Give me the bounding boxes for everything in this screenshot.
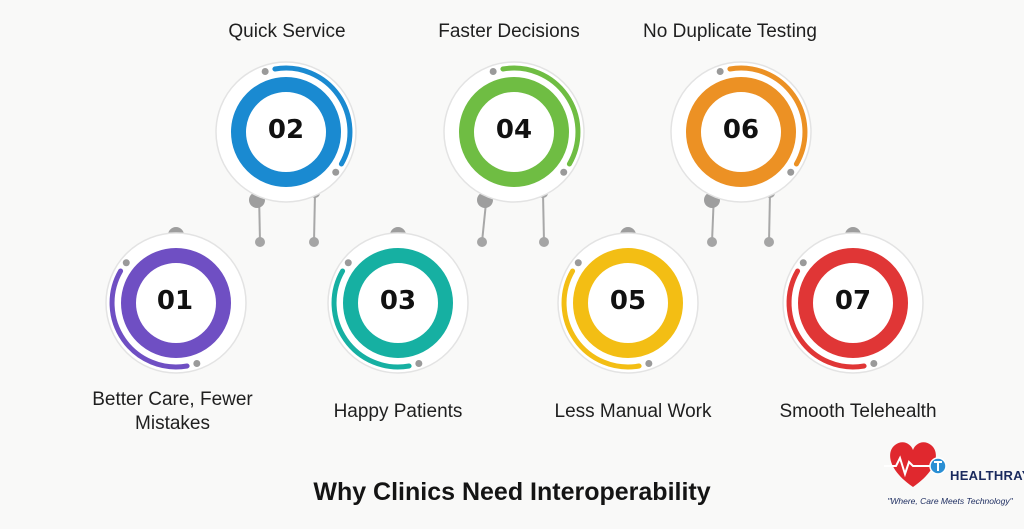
- step-label-06: No Duplicate Testing: [643, 21, 817, 42]
- step-number-02: 02: [267, 115, 305, 145]
- step-label-01: Better Care, Fewer Mistakes: [92, 389, 253, 434]
- arc-end-dot: [261, 67, 269, 75]
- logo-tagline: "Where, Care Meets Technology": [887, 496, 1013, 506]
- pulse-line-icon: [884, 455, 944, 478]
- ring-accent-arc: [561, 268, 642, 370]
- step-label-03: Happy Patients: [333, 401, 463, 422]
- step-ring-01: [105, 232, 247, 374]
- step-label-02: Quick Service: [228, 21, 346, 42]
- ring-accent-arc: [109, 268, 190, 370]
- ring-accent-arc: [272, 65, 353, 167]
- step-ring-05: [557, 232, 699, 374]
- step-label-05: Less Manual Work: [554, 401, 712, 422]
- arc-end-dot: [560, 168, 568, 176]
- arc-end-dot: [870, 360, 878, 368]
- arc-end-dot: [489, 67, 497, 75]
- step-number-06: 06: [722, 115, 760, 145]
- arc-end-dot: [574, 259, 582, 267]
- ring-band: [573, 248, 683, 358]
- logo-name: HEALTHRAY: [950, 468, 1024, 483]
- arc-end-dot: [193, 360, 201, 368]
- connector-line: [768, 192, 771, 243]
- ring-band: [231, 77, 341, 187]
- arc-end-dot: [799, 259, 807, 267]
- ring-accent-arc: [727, 65, 808, 167]
- ring-band: [686, 77, 796, 187]
- step-ring-06: [670, 61, 812, 203]
- step-number-01: 01: [156, 286, 194, 316]
- badge-letter-icon: [934, 461, 942, 471]
- page-title: Why Clinics Need Interoperability: [313, 478, 711, 506]
- arc-end-dot: [645, 360, 653, 368]
- step-ring-03: [327, 232, 469, 374]
- arc-end-dot: [344, 259, 352, 267]
- step-number-07: 07: [834, 286, 872, 316]
- connector-dot: [707, 237, 717, 247]
- step-label-07: Smooth Telehealth: [779, 401, 937, 422]
- connector-dot: [255, 237, 265, 247]
- step-ring-07: [782, 232, 924, 374]
- ring-band: [343, 248, 453, 358]
- arc-end-dot: [415, 360, 423, 368]
- ring-band: [121, 248, 231, 358]
- connector-line: [542, 192, 545, 243]
- step-number-05: 05: [609, 286, 647, 316]
- step-number-04: 04: [495, 115, 533, 145]
- arc-end-dot: [122, 259, 130, 267]
- step-ring-02: [215, 61, 357, 203]
- ring-band: [459, 77, 569, 187]
- connector-dot: [764, 237, 774, 247]
- step-ring-04: [443, 61, 585, 203]
- connector-dot: [477, 237, 487, 247]
- ring-accent-arc: [500, 65, 581, 167]
- arc-end-dot: [716, 67, 724, 75]
- connector-dot: [309, 237, 319, 247]
- ring-accent-arc: [786, 268, 867, 370]
- arc-end-dot: [787, 168, 795, 176]
- step-number-03: 03: [379, 286, 417, 316]
- arc-end-dot: [332, 168, 340, 176]
- connector-dot: [539, 237, 549, 247]
- connector-line: [313, 192, 316, 243]
- step-label-04: Faster Decisions: [438, 21, 580, 42]
- step-rings: [105, 61, 924, 374]
- ring-accent-arc: [331, 268, 412, 370]
- healthray-logo: [884, 442, 947, 487]
- ring-band: [798, 248, 908, 358]
